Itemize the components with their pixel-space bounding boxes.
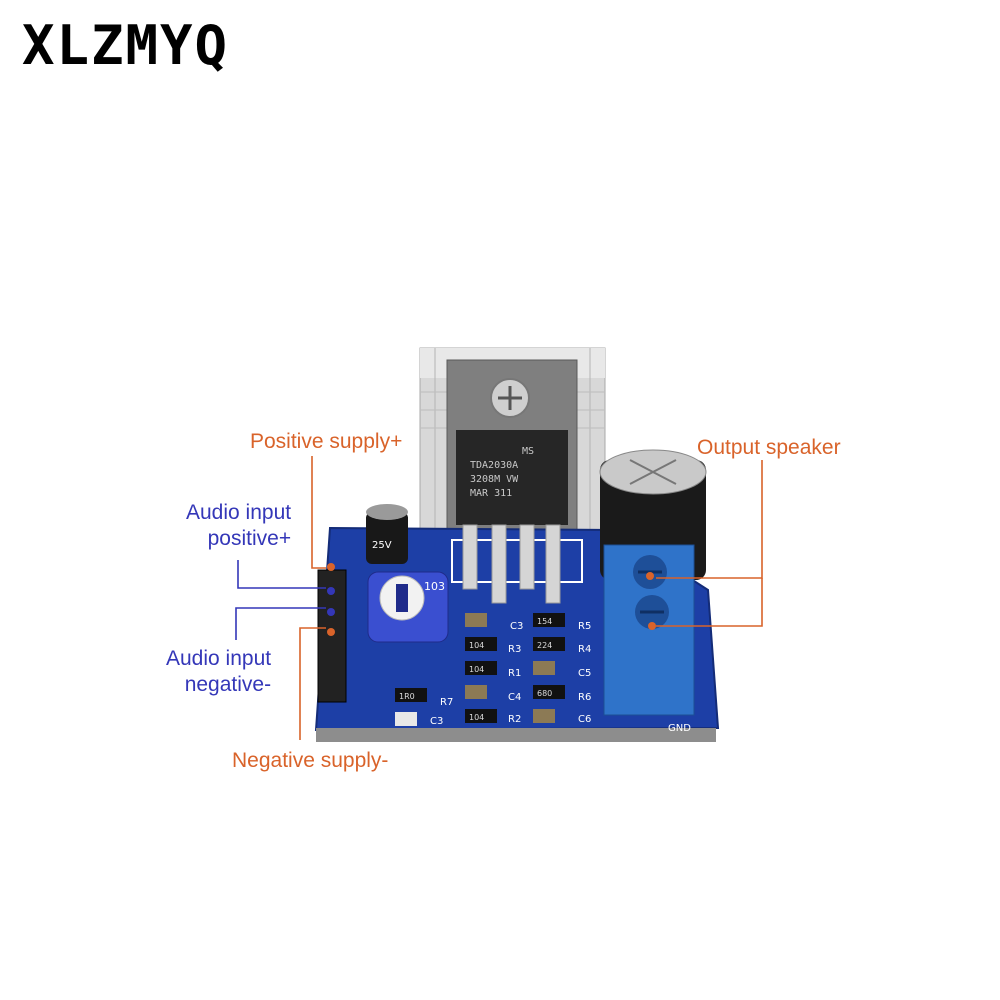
- silkscreen-labels: C3 R5 R3 R4 R1 C5 C4 R6 R7 C3 R2 C6 GND: [430, 621, 691, 734]
- leader-positive-supply: [311, 456, 326, 569]
- label-positive-supply: Positive supply+: [250, 430, 403, 453]
- resistor-code: 224: [537, 641, 552, 650]
- silk-label: R4: [578, 644, 591, 655]
- chip-legs: [462, 524, 561, 604]
- chip-line: TDA2030A: [470, 460, 518, 471]
- silk-label: C5: [578, 668, 591, 679]
- label-audio-input-negative-line2: negative-: [184, 673, 272, 697]
- resistor-code: 680: [537, 689, 552, 698]
- resistor-code: 154: [537, 617, 552, 626]
- chip-marking: MS TDA2030A 3208M VW MAR 311: [470, 446, 540, 499]
- capacitor-mark: 25V: [372, 540, 392, 551]
- annotation-lines: [235, 456, 763, 740]
- leader-output-bottom: [656, 578, 763, 627]
- silk-label: R3: [508, 644, 521, 655]
- silk-label: R6: [578, 692, 591, 703]
- silk-label: C6: [578, 714, 591, 725]
- resistor-code: 104: [469, 665, 484, 674]
- silk-label: R7: [440, 697, 453, 708]
- chip-line: MS: [522, 446, 534, 457]
- chip-line: 3208M VW: [470, 474, 519, 485]
- potentiometer: 103: [367, 571, 449, 643]
- silk-label: R5: [578, 621, 591, 632]
- amplifier-chip: MS TDA2030A 3208M VW MAR 311: [446, 359, 578, 531]
- label-audio-input-negative-line1: Audio input: [166, 647, 272, 670]
- leader-negative-supply: [299, 627, 326, 740]
- silk-label: C4: [508, 692, 521, 703]
- silk-label: R2: [508, 714, 521, 725]
- silk-label: C3: [510, 621, 523, 632]
- pin-header: [317, 563, 347, 703]
- smd-components: 154 104 224 104 680 1R0 104: [395, 613, 565, 726]
- potentiometer-code: 103: [424, 580, 445, 593]
- label-output-speaker: Output speaker: [697, 436, 841, 459]
- resistor-code: 104: [469, 641, 484, 650]
- speaker-terminal-block: [603, 544, 695, 716]
- brand-logo: XLZMYQ: [22, 14, 230, 77]
- leader-audio-negative: [235, 607, 326, 640]
- label-negative-supply: Negative supply-: [232, 749, 389, 772]
- leader-audio-positive: [237, 560, 326, 589]
- label-audio-input-positive-line1: Audio input: [186, 501, 292, 524]
- silk-label: R1: [508, 668, 521, 679]
- chip-line: MAR 311: [470, 488, 512, 499]
- resistor-code: 1R0: [399, 692, 415, 701]
- small-capacitor: 25V: [366, 504, 408, 564]
- label-audio-input-positive: Audio input positive+: [186, 500, 291, 553]
- resistor-code: 104: [469, 713, 484, 722]
- silk-label: GND: [668, 723, 691, 734]
- label-audio-input-negative: Audio input negative-: [166, 646, 271, 699]
- label-audio-input-positive-line2: positive+: [207, 527, 292, 551]
- silk-label: C3: [430, 716, 443, 727]
